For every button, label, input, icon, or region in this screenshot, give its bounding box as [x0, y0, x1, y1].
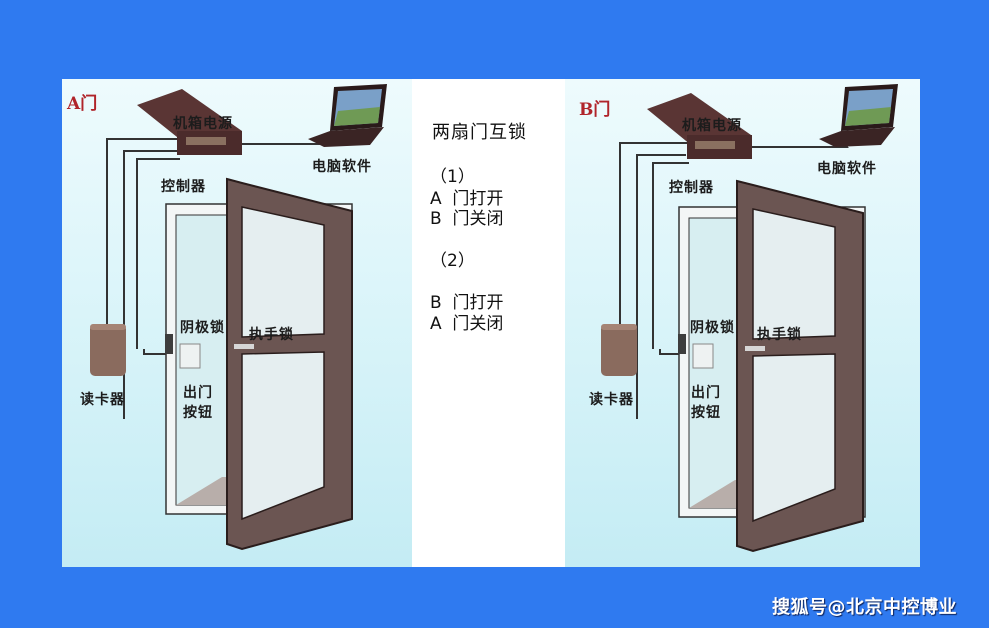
label-exit-button: 出门 按钮 [183, 383, 213, 423]
interlock-explanation-panel: 两扇门互锁 （1） A 门打开 B 门关闭 （2） B 门打开 A 门关闭 [412, 79, 565, 567]
label-computer: 电脑软件 [817, 161, 877, 177]
label-exit-line2: 按钮 [691, 405, 721, 421]
door-a-illustration [90, 84, 387, 551]
label-magnetic-lock: 阴极锁 [690, 320, 735, 336]
card-reader-icon [601, 324, 637, 376]
laptop-icon [819, 84, 898, 147]
case-1-line-2: B 门关闭 [430, 209, 504, 229]
exit-button-icon [179, 343, 201, 369]
label-power-box: 机箱电源 [173, 116, 233, 132]
watermark: 搜狐号@北京中控博业 [772, 597, 957, 618]
label-handle-lock: 执手锁 [249, 327, 294, 343]
label-computer: 电脑软件 [312, 159, 372, 175]
label-exit-line1: 出门 [691, 385, 721, 401]
label-power-box: 机箱电源 [682, 118, 742, 134]
label-controller: 控制器 [669, 180, 714, 196]
door-b-title: B门 [579, 100, 611, 120]
magnetic-lock-icon [678, 334, 686, 354]
door-b-illustration [601, 84, 898, 553]
case-2-line-1: B 门打开 [430, 293, 504, 313]
label-magnetic-lock: 阴极锁 [180, 320, 225, 336]
case-2-line-2: A 门关闭 [430, 314, 504, 334]
door-handle-icon [234, 344, 254, 349]
power-box-icon [137, 89, 242, 155]
open-door [226, 177, 353, 551]
door-a-title: A门 [67, 94, 98, 114]
door-a-panel: A门 机箱电源 电脑软件 控制器 阴极锁 执手锁 读卡器 出门 按钮 [62, 79, 412, 567]
case-1-line-1: A 门打开 [430, 189, 504, 209]
laptop-icon [308, 84, 387, 147]
label-card-reader: 读卡器 [80, 392, 125, 408]
label-exit-button: 出门 按钮 [691, 383, 721, 423]
power-box-icon [647, 93, 752, 159]
door-handle-icon [745, 346, 765, 351]
label-handle-lock: 执手锁 [757, 327, 802, 343]
card-reader-icon [90, 324, 126, 376]
label-exit-line1: 出门 [183, 385, 213, 401]
open-door [736, 179, 864, 553]
interlock-heading: 两扇门互锁 [432, 122, 527, 143]
case-2-marker: （2） [430, 251, 475, 271]
label-exit-line2: 按钮 [183, 405, 213, 421]
exit-button-icon [692, 343, 714, 369]
label-controller: 控制器 [161, 179, 206, 195]
magnetic-lock-icon [165, 334, 173, 354]
label-card-reader: 读卡器 [589, 392, 634, 408]
case-1-marker: （1） [430, 167, 475, 187]
door-b-panel: B门 机箱电源 电脑软件 控制器 阴极锁 执手锁 读卡器 出门 按钮 [565, 79, 920, 567]
